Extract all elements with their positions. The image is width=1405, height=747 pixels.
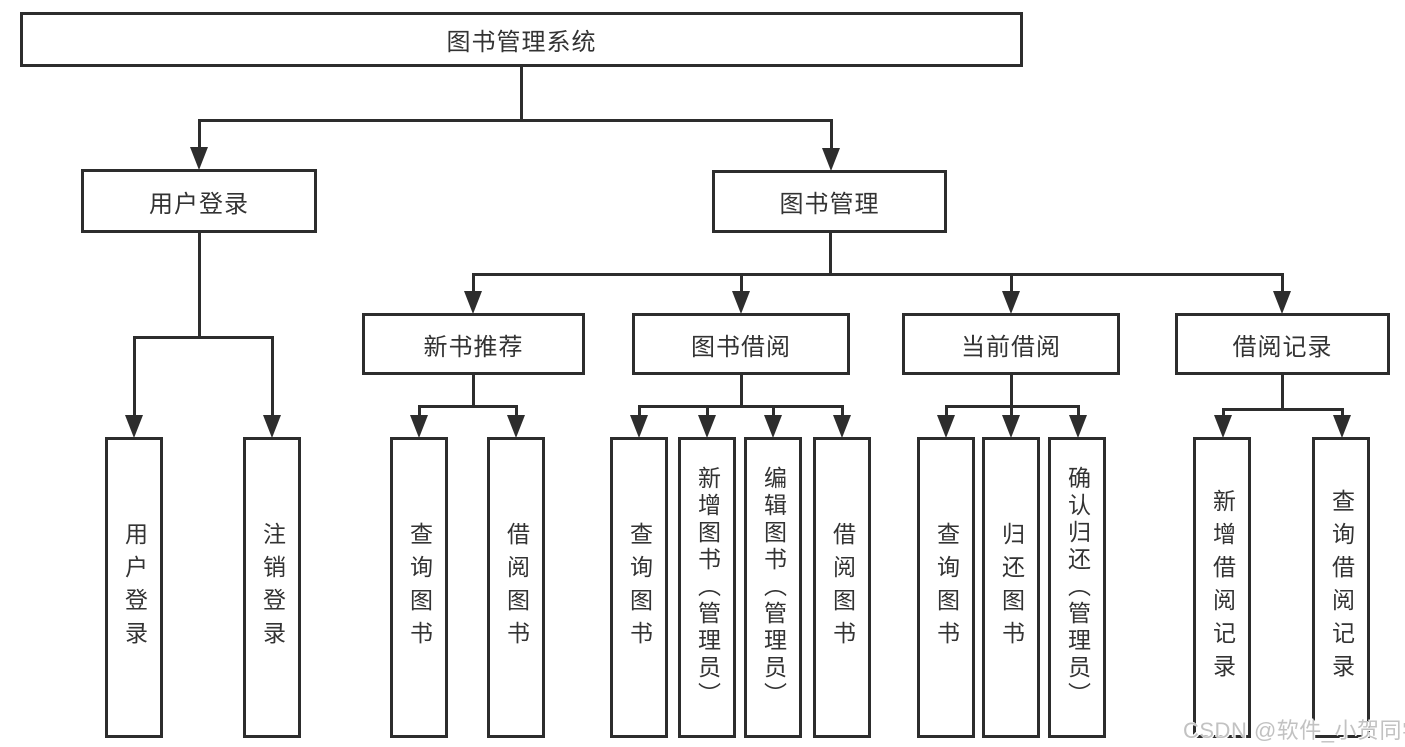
arrow-down-icon	[1273, 291, 1291, 314]
leaf-borrow-borrow-book: 借阅图书	[813, 437, 871, 738]
connector-line	[418, 405, 518, 408]
node-root-label: 图书管理系统	[446, 29, 597, 56]
node-root: 图书管理系统	[20, 12, 1023, 67]
connector-line	[198, 119, 201, 149]
connector-line	[1010, 273, 1013, 293]
connector-line	[133, 336, 136, 416]
connector-line	[472, 375, 475, 407]
arrow-down-icon	[1333, 415, 1351, 438]
watermark: CSDN @软件_小贺同学	[1183, 718, 1405, 743]
leaf-borrow-borrow-book-label: 借阅图书	[829, 521, 856, 654]
connector-line	[1010, 405, 1013, 419]
connector-line	[515, 405, 518, 419]
connector-line	[638, 405, 641, 419]
node-new-book-recommend: 新书推荐	[362, 313, 585, 375]
leaf-user-login: 用户登录	[105, 437, 163, 738]
node-current-borrow-label: 当前借阅	[961, 333, 1061, 361]
arrow-down-icon	[833, 415, 851, 438]
leaf-return-book: 归还图书	[982, 437, 1040, 738]
leaf-user-login-label: 用户登录	[121, 521, 148, 654]
arrow-down-icon	[507, 415, 525, 438]
leaf-current-query-book-label: 查询图书	[933, 521, 960, 654]
leaf-edit-book-admin: 编辑图书（管理员）	[744, 437, 802, 738]
leaf-confirm-return-admin: 确认归还（管理员）	[1048, 437, 1106, 738]
node-user-login-label: 用户登录	[149, 190, 249, 218]
arrow-down-icon	[464, 291, 482, 314]
node-book-management-label: 图书管理	[779, 191, 880, 218]
arrow-down-icon	[937, 415, 955, 438]
leaf-borrow-query-book-label: 查询图书	[626, 521, 653, 654]
connector-line	[472, 273, 1284, 276]
leaf-newbook-query-book: 查询图书	[390, 437, 448, 738]
connector-line	[198, 119, 833, 122]
connector-line	[1010, 375, 1013, 407]
arrow-down-icon	[1069, 415, 1087, 438]
connector-line	[271, 336, 274, 416]
connector-line	[418, 405, 421, 419]
arrow-down-icon	[190, 147, 208, 170]
arrow-down-icon	[410, 415, 428, 438]
leaf-newbook-borrow-book: 借阅图书	[487, 437, 545, 738]
connector-line	[1222, 408, 1225, 419]
connector-line	[706, 405, 709, 419]
connector-line	[520, 67, 523, 121]
leaf-newbook-borrow-book-label: 借阅图书	[503, 521, 530, 654]
leaf-logout-label: 注销登录	[259, 521, 286, 654]
connector-line	[1222, 408, 1344, 411]
node-new-book-recommend-label: 新书推荐	[423, 333, 524, 361]
arrow-down-icon	[732, 291, 750, 314]
arrow-down-icon	[630, 415, 648, 438]
leaf-query-borrow-record: 查询借阅记录	[1312, 437, 1370, 738]
leaf-query-borrow-record-label: 查询借阅记录	[1328, 488, 1355, 687]
connector-line	[1281, 273, 1284, 293]
node-current-borrow: 当前借阅	[902, 313, 1120, 375]
arrow-down-icon	[1214, 415, 1232, 438]
leaf-add-borrow-record-label: 新增借阅记录	[1209, 488, 1236, 687]
leaf-current-query-book: 查询图书	[917, 437, 975, 738]
arrow-down-icon	[125, 415, 143, 438]
arrow-down-icon	[263, 415, 281, 438]
arrow-down-icon	[1002, 291, 1020, 314]
connector-line	[198, 233, 201, 339]
connector-line	[740, 273, 743, 293]
leaf-add-borrow-record: 新增借阅记录	[1193, 437, 1251, 738]
connector-line	[945, 405, 948, 419]
node-borrow-record: 借阅记录	[1175, 313, 1390, 375]
connector-line	[1281, 375, 1284, 411]
connector-line	[1077, 405, 1080, 419]
leaf-confirm-return-admin-label: 确认归还（管理员）	[1064, 466, 1091, 709]
connector-line	[772, 405, 775, 419]
leaf-newbook-query-book-label: 查询图书	[406, 521, 433, 654]
connector-line	[133, 336, 274, 339]
arrow-down-icon	[822, 148, 840, 171]
arrow-down-icon	[764, 415, 782, 438]
arrow-down-icon	[698, 415, 716, 438]
leaf-return-book-label: 归还图书	[998, 521, 1025, 654]
connector-line	[472, 273, 475, 293]
connector-line	[638, 405, 844, 408]
leaf-edit-book-admin-label: 编辑图书（管理员）	[760, 466, 787, 709]
node-user-login: 用户登录	[81, 169, 317, 233]
node-book-borrow: 图书借阅	[632, 313, 850, 375]
connector-line	[829, 233, 832, 275]
leaf-add-book-admin-label: 新增图书（管理员）	[694, 466, 721, 709]
leaf-add-book-admin: 新增图书（管理员）	[678, 437, 736, 738]
connector-line	[740, 375, 743, 407]
connector-line	[830, 119, 833, 149]
leaf-logout: 注销登录	[243, 437, 301, 738]
node-book-borrow-label: 图书借阅	[691, 333, 791, 361]
arrow-down-icon	[1002, 415, 1020, 438]
node-book-management: 图书管理	[712, 170, 947, 233]
connector-line	[1341, 408, 1344, 419]
connector-line	[841, 405, 844, 419]
leaf-borrow-query-book: 查询图书	[610, 437, 668, 738]
node-borrow-record-label: 借阅记录	[1232, 333, 1333, 361]
